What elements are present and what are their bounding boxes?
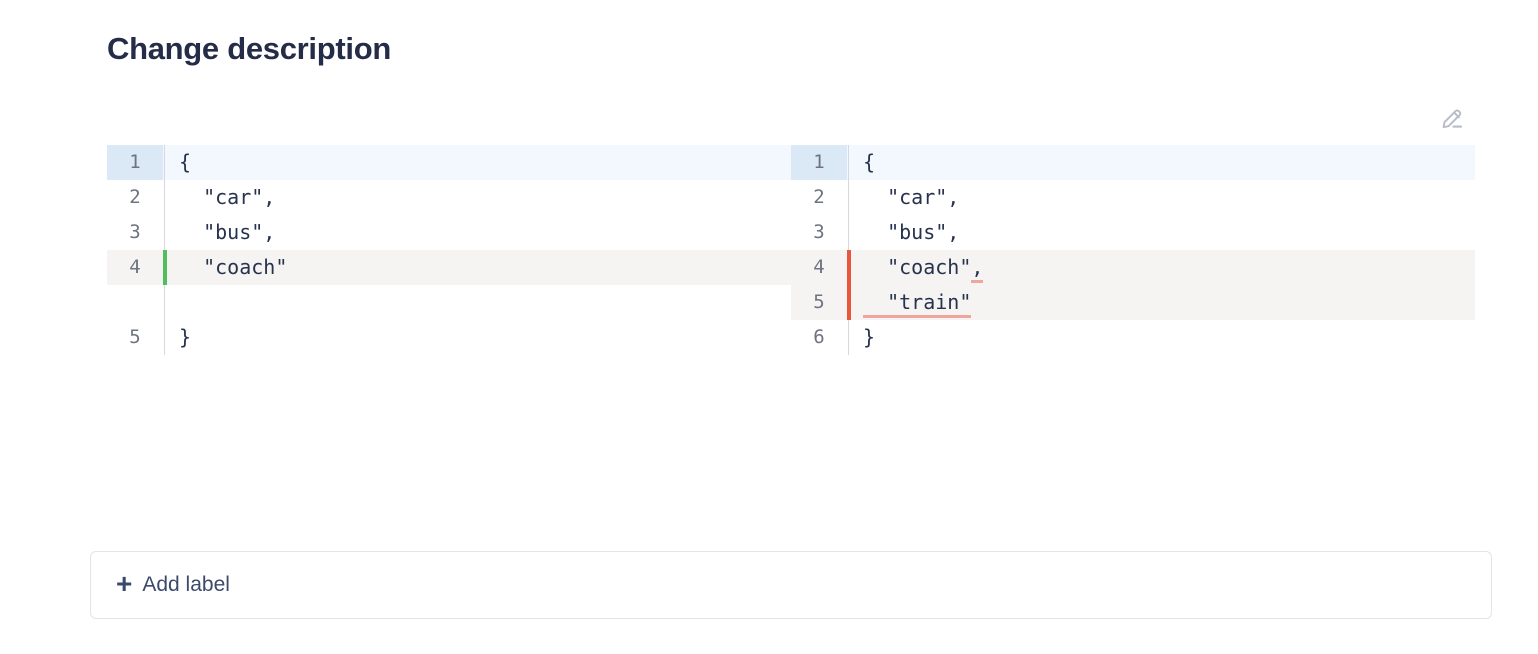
line-number: 2 xyxy=(129,186,141,208)
line-number: 4 xyxy=(107,250,163,285)
diff-row-removed: 5 "train" xyxy=(791,285,1475,320)
change-marker xyxy=(163,145,167,180)
line-number: 1 xyxy=(791,145,847,180)
code-line: "coach", xyxy=(851,250,1475,285)
diff-row: 2 "car", xyxy=(791,180,1475,215)
code-line: { xyxy=(179,150,192,174)
change-marker xyxy=(847,180,851,215)
line-number: 6 xyxy=(813,326,825,348)
line-number: 3 xyxy=(129,221,141,243)
diff-row: 5 } xyxy=(107,320,791,355)
change-marker xyxy=(163,215,167,250)
change-marker-removed xyxy=(847,250,851,285)
diff-pane-left: 1 { 2 "car", 3 "bus", 4 "coach" 5 xyxy=(107,145,791,355)
change-marker-added xyxy=(163,250,167,285)
code-text-changed: "train" xyxy=(863,290,972,318)
plus-icon: + xyxy=(116,567,133,599)
diff-row: 3 "bus", xyxy=(107,215,791,250)
diff-row: 3 "bus", xyxy=(791,215,1475,250)
line-number: 5 xyxy=(791,285,847,320)
code-line: { xyxy=(863,150,876,174)
diff-row: 1 { xyxy=(791,145,1475,180)
diff-row-spacer xyxy=(107,285,791,320)
change-marker xyxy=(163,180,167,215)
code-text: "coach" xyxy=(863,255,972,279)
code-line xyxy=(167,285,791,320)
change-marker xyxy=(163,320,167,355)
add-label-text: Add label xyxy=(142,573,230,596)
line-number: 5 xyxy=(129,326,141,348)
diff-row: 1 { xyxy=(107,145,791,180)
diff-row-added: 4 "coach" xyxy=(107,250,791,285)
code-line: "bus", xyxy=(863,220,960,244)
diff-pane-right: 1 { 2 "car", 3 "bus", 4 "coach", 5 "trai… xyxy=(791,145,1475,355)
diff-viewer: 1 { 2 "car", 3 "bus", 4 "coach" 5 xyxy=(107,145,1475,355)
pencil-edit-icon-glyph xyxy=(1442,109,1462,129)
line-number: 2 xyxy=(813,186,825,208)
change-marker-removed xyxy=(847,285,851,320)
change-marker xyxy=(847,215,851,250)
line-number: 4 xyxy=(791,250,847,285)
code-line: "car", xyxy=(863,185,960,209)
code-text-changed: , xyxy=(971,255,984,283)
pencil-edit-icon[interactable] xyxy=(1437,101,1469,133)
code-line: "bus", xyxy=(179,220,276,244)
add-label-button[interactable]: + Add label xyxy=(90,551,1492,619)
diff-row-removed: 4 "coach", xyxy=(791,250,1475,285)
code-line: "coach" xyxy=(179,255,288,279)
change-marker xyxy=(163,285,167,320)
change-marker xyxy=(847,320,851,355)
code-line: } xyxy=(179,325,192,349)
change-marker xyxy=(847,145,851,180)
code-line: "car", xyxy=(179,185,276,209)
page-title: Change description xyxy=(107,31,391,66)
line-number: 3 xyxy=(813,221,825,243)
diff-row: 6 } xyxy=(791,320,1475,355)
line-number xyxy=(107,285,163,320)
diff-row: 2 "car", xyxy=(107,180,791,215)
code-line: "train" xyxy=(851,285,1475,320)
line-number: 1 xyxy=(107,145,163,180)
code-line: } xyxy=(863,325,876,349)
